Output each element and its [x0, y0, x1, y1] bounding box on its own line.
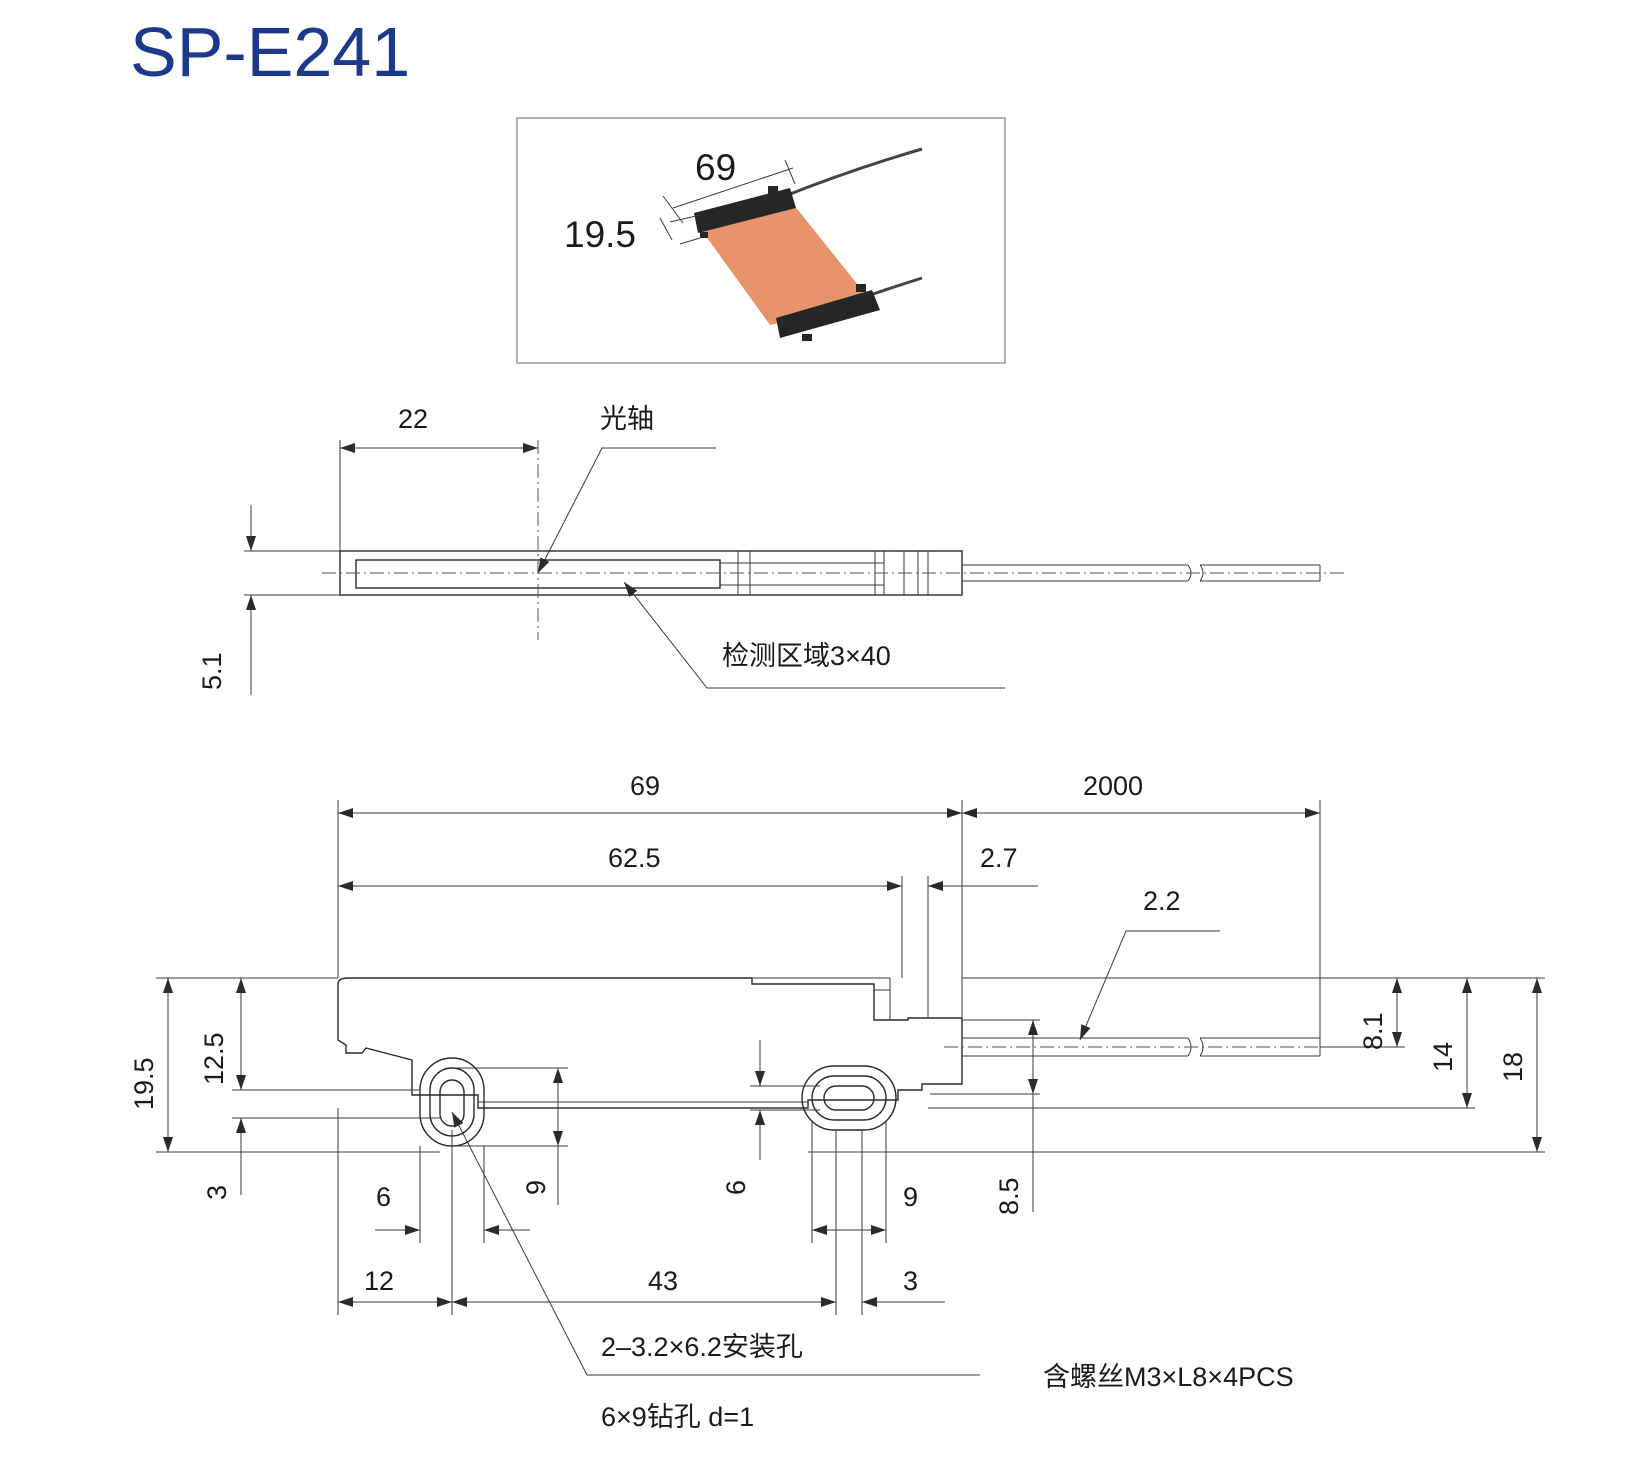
- dim-3-right-label: 3: [903, 1266, 918, 1296]
- hole1-dim-6-label: 6: [376, 1182, 391, 1212]
- product-photo: 69 19.5: [516, 117, 1006, 364]
- photo-length-label: 69: [695, 147, 736, 188]
- optical-axis-leader: [537, 447, 716, 574]
- dim-12-label: 12: [364, 1266, 394, 1296]
- photo-receiver-body: [776, 290, 880, 338]
- hole1-dim-9-label: 9: [521, 1180, 551, 1195]
- mount-hole-1-slot: [439, 1079, 465, 1127]
- dim-2-7-label: 2.7: [980, 843, 1018, 873]
- dim-8-1-label: 8.1: [1358, 1012, 1388, 1050]
- dim-18-label: 18: [1498, 1052, 1528, 1082]
- photo-height-dim-line: [659, 217, 673, 241]
- dim-43-label: 43: [648, 1266, 678, 1296]
- mount-hole-2-outer: [801, 1065, 897, 1131]
- hole2-dim-9-label: 9: [903, 1182, 918, 1212]
- front-view: 69 2000 62.5 2.7 2.2 19.5 12.5 3: [129, 771, 1545, 1432]
- photo-cable-bottom: [869, 276, 923, 297]
- photo-cable-top: [779, 147, 923, 200]
- mount-hole-note: 2–3.2×6.2安装孔: [601, 1332, 803, 1362]
- mount-hole-2-slot: [823, 1085, 875, 1111]
- dim-3-bottom-label: 3: [202, 1185, 232, 1200]
- detection-area-label: 检测区域3×40: [722, 641, 891, 671]
- mount-hole-leader: [451, 1111, 980, 1376]
- dim-5-1-label: 5.1: [197, 652, 227, 690]
- photo-height-label: 19.5: [564, 214, 636, 255]
- dim-2000-label: 2000: [1083, 771, 1143, 801]
- drill-note: 6×9钻孔 d=1: [601, 1402, 754, 1432]
- dim-14-label: 14: [1428, 1042, 1458, 1072]
- screw-note: 含螺丝M3×L8×4PCS: [1043, 1362, 1294, 1392]
- dim-69-label: 69: [630, 771, 660, 801]
- model-title: SP-E241: [130, 13, 411, 91]
- dim-62-5-label: 62.5: [608, 843, 661, 873]
- dim-2-2-leader: [1079, 930, 1220, 1041]
- photo-emitter-body: [694, 188, 796, 233]
- dim-19-5-label: 19.5: [129, 1057, 159, 1110]
- detection-area-leader: [623, 581, 1005, 689]
- dim-22-label: 22: [398, 404, 428, 434]
- photo-length-dim-line: [672, 167, 794, 209]
- optical-axis-label: 光轴: [600, 404, 654, 434]
- photo-sensing-face: [700, 200, 870, 325]
- dim-12-5-label: 12.5: [199, 1032, 229, 1085]
- dim-2-2-label: 2.2: [1143, 886, 1181, 916]
- hole2-dim-6-label: 6: [721, 1180, 751, 1195]
- front-body-outline: [337, 977, 963, 1109]
- side-view: 22 光轴 5.1 检测区域3×40: [197, 404, 1345, 695]
- dim-8-5-label: 8.5: [994, 1177, 1024, 1215]
